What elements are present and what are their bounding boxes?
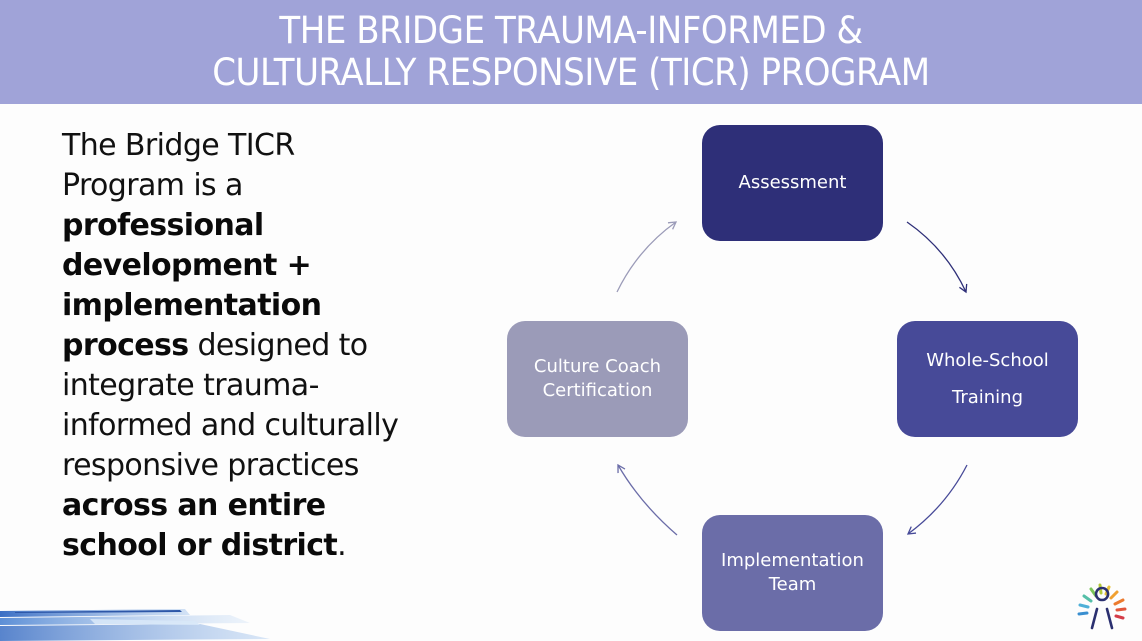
- arrow-team-to-coach: [617, 463, 678, 536]
- title-line-1: THE BRIDGE TRAUMA-INFORMED &: [279, 9, 863, 52]
- step-implementation-team-label: Implementation Team: [721, 550, 864, 595]
- description-text-1: The Bridge TICR Program is a: [62, 128, 295, 203]
- description-text-2: designed to integrate trauma-informed an…: [62, 328, 399, 483]
- step-whole-school-training-label: Whole-School Training: [926, 350, 1049, 408]
- title-banner: THE BRIDGE TRAUMA-INFORMED & CULTURALLY …: [0, 0, 1142, 104]
- step-implementation-team[interactable]: Implementation Team: [702, 515, 883, 631]
- step-assessment[interactable]: Assessment: [702, 125, 883, 241]
- title-line-2: CULTURALLY RESPONSIVE (TICR) PROGRAM: [212, 51, 930, 94]
- arrow-coach-to-assessment: [616, 221, 678, 293]
- step-culture-coach-certification-label: Culture Coach Certification: [533, 356, 662, 401]
- description-bold-1: professional development + implementatio…: [62, 208, 322, 363]
- description-bold-2: across an entire school or district: [62, 488, 338, 563]
- step-whole-school-training[interactable]: Whole-School Training: [897, 321, 1078, 437]
- bridge-keyhole-sunburst-icon: [1077, 583, 1127, 630]
- program-description: The Bridge TICR Program is a professiona…: [62, 126, 422, 566]
- step-assessment-label: Assessment: [738, 172, 847, 193]
- description-text-3: .: [337, 528, 347, 563]
- arrow-training-to-team: [906, 464, 968, 535]
- step-culture-coach-certification[interactable]: Culture Coach Certification: [507, 321, 688, 437]
- arrow-assessment-to-training: [906, 221, 968, 294]
- blue-streaks-decoration: [0, 609, 270, 641]
